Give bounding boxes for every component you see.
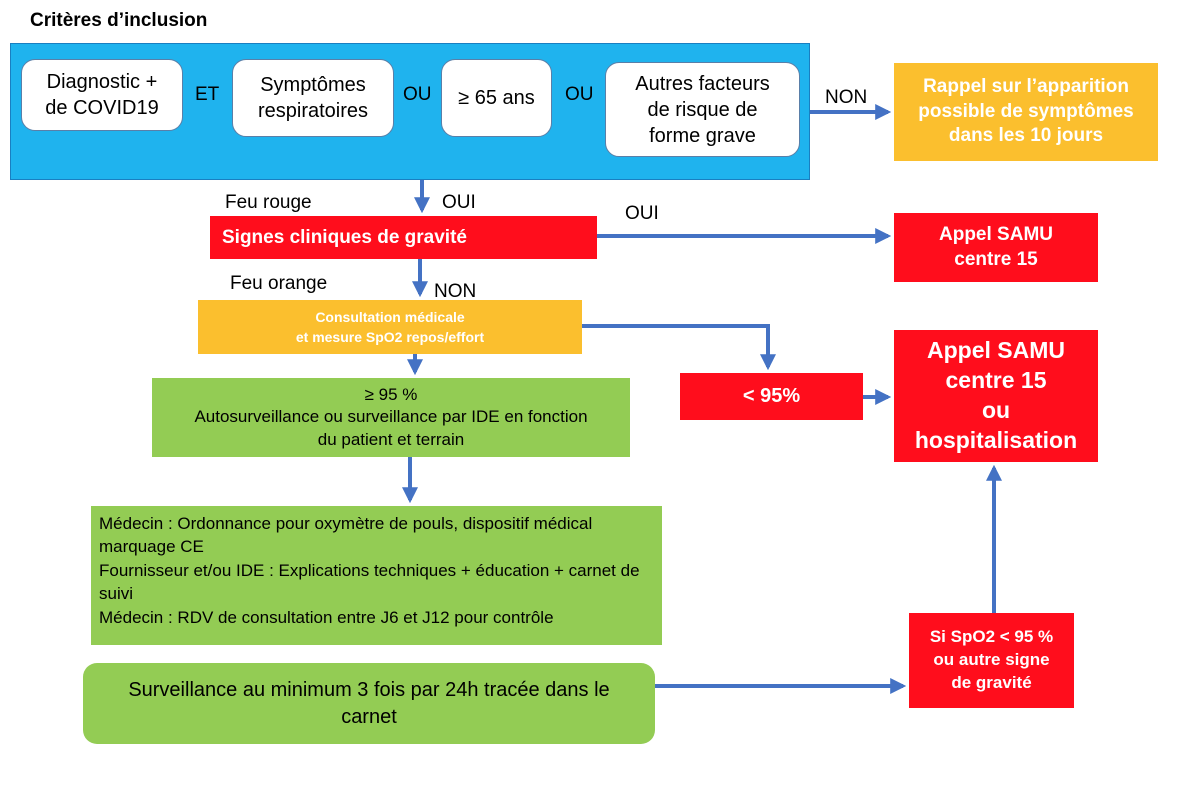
connector-ou-2: OU — [565, 84, 594, 105]
spo2-sup-95-box: ≥ 95 % Autosurveillance ou surveillance … — [152, 378, 630, 457]
diagram-title: Critères d’inclusion — [30, 10, 208, 31]
rappel-box: Rappel sur l’apparition possible de symp… — [894, 63, 1158, 161]
label-feu-rouge: Feu rouge — [225, 192, 312, 213]
label-oui-right: OUI — [625, 203, 659, 224]
medecin-instructions-box: Médecin : Ordonnance pour oxymètre de po… — [91, 506, 662, 645]
label-non-top: NON — [825, 87, 868, 108]
si-spo2-box: Si SpO2 < 95 % ou autre signe de gravité — [909, 613, 1074, 708]
instruction-line-1: Médecin : Ordonnance pour oxymètre de po… — [99, 514, 593, 557]
label-non-down: NON — [434, 281, 477, 302]
arrow-consultation-to-inf95 — [582, 324, 776, 371]
appel-samu-hospitalisation-box: Appel SAMU centre 15 ou hospitalisation — [894, 330, 1098, 462]
criterion-symptomes: Symptômes respiratoires — [232, 59, 394, 137]
connector-et: ET — [195, 84, 220, 105]
label-feu-orange: Feu orange — [230, 273, 328, 294]
connector-ou-1: OU — [403, 84, 432, 105]
criterion-autres-facteurs: Autres facteurs de risque de forme grave — [605, 62, 800, 157]
surveillance-box: Surveillance au minimum 3 fois par 24h t… — [83, 663, 655, 744]
appel-samu-box-1: Appel SAMU centre 15 — [894, 213, 1098, 282]
spo2-inf-95-box: < 95% — [680, 373, 863, 420]
consultation-box: Consultation médicale et mesure SpO2 rep… — [198, 300, 582, 354]
criterion-diagnostic: Diagnostic + de COVID19 — [21, 59, 183, 131]
instruction-line-2: Fournisseur et/ou IDE : Explications tec… — [99, 560, 640, 604]
label-oui-down: OUI — [442, 192, 476, 213]
criterion-age: ≥ 65 ans — [441, 59, 552, 137]
signes-gravite-box: Signes cliniques de gravité — [210, 216, 597, 259]
instruction-line-3: Médecin : RDV de consultation entre J6 e… — [99, 607, 554, 627]
